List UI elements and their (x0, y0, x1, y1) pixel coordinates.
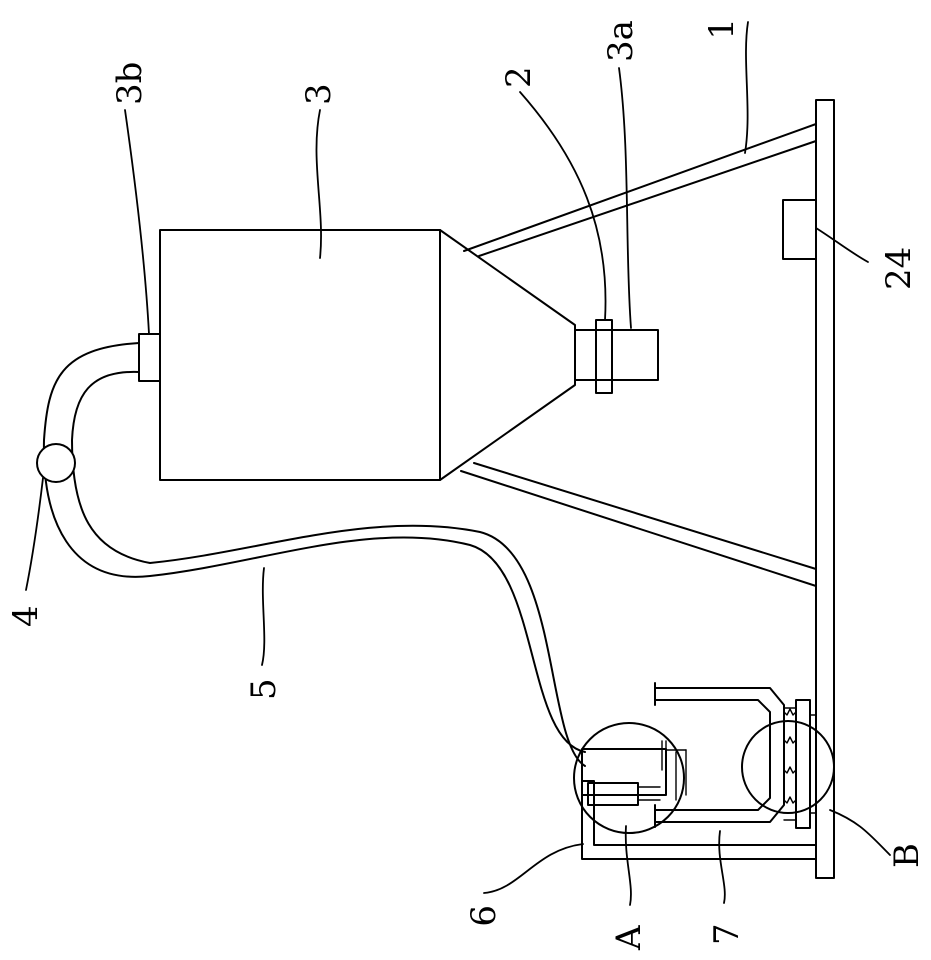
label-3: 3 (299, 83, 339, 105)
bracket (582, 781, 816, 859)
label-b: B (887, 843, 927, 868)
detail-b-circle (742, 721, 834, 813)
label-4: 4 (6, 605, 46, 627)
outlet-pipe (575, 330, 658, 380)
detail-a-circle (574, 723, 684, 833)
leader-lines (26, 22, 890, 905)
label-6: 6 (464, 905, 504, 927)
label-3a: 3a (601, 20, 641, 62)
label-5: 5 (244, 678, 284, 700)
label-3b: 3b (110, 62, 150, 105)
sensor-box (783, 200, 816, 259)
label-7: 7 (707, 923, 747, 945)
receiving-assembly (582, 741, 686, 805)
label-a: A (609, 925, 649, 951)
inlet-pipe (139, 334, 160, 381)
base-plate (816, 100, 834, 878)
hose (44, 343, 585, 766)
label-24: 24 (879, 247, 919, 290)
support-frame (461, 124, 816, 586)
hopper (160, 230, 575, 480)
reference-labels: 1 2 3a 3 3b 4 5 6 A 7 B 24 (6, 18, 927, 951)
label-1: 1 (702, 18, 742, 40)
label-2: 2 (499, 66, 539, 88)
pump (37, 444, 75, 482)
